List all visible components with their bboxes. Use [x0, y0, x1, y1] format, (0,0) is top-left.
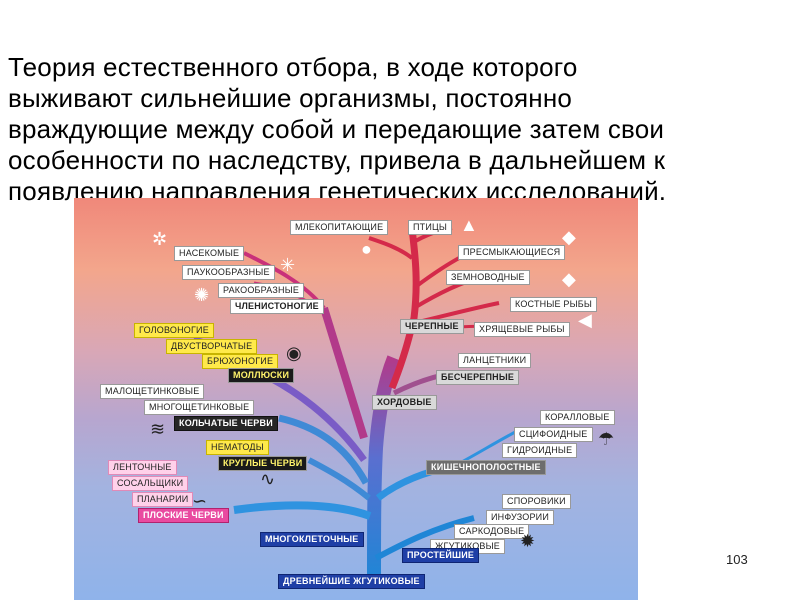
- label-invertebrate-chordates: Бесчерепные: [436, 370, 520, 385]
- label-crustaceans: Ракообразные: [218, 283, 305, 298]
- label-nematodes: Нематоды: [206, 440, 269, 455]
- jellyfish-icon: ☂: [598, 429, 615, 449]
- label-simplest: Простейшие: [402, 548, 480, 563]
- bird-icon: ▲: [460, 215, 478, 235]
- label-insects: Насекомые: [174, 246, 245, 261]
- lizard-icon: ◆: [562, 227, 576, 247]
- rabbit-icon: ●: [361, 239, 372, 259]
- label-hydrozoa: Гидроидные: [502, 443, 578, 458]
- label-infusoria: Инфузории: [486, 510, 555, 525]
- heading-line-1: Теория естественного отбора, в ходе кото…: [8, 52, 578, 82]
- label-annelids: Кольчатые черви: [174, 416, 278, 431]
- label-tapeworms: Ленточные: [108, 460, 177, 475]
- label-multicellular: Многоклеточные: [260, 532, 364, 547]
- label-chordates: Хордовые: [372, 395, 437, 410]
- label-vertebrates: Черепные: [400, 319, 464, 334]
- heading-line-3: враждующие между собой и передающие зате…: [8, 114, 665, 144]
- frog-icon: ◆: [562, 269, 576, 289]
- page-number: 103: [726, 552, 748, 567]
- nematode-icon: ∿: [260, 469, 276, 489]
- label-flukes: Сосальщики: [112, 476, 189, 491]
- label-roundworms: Круглые черви: [218, 456, 308, 471]
- label-arthropods: Членистоногие: [230, 299, 324, 314]
- label-birds: Птицы: [408, 220, 453, 235]
- label-mollusks: Моллюски: [228, 368, 295, 383]
- amoeba-icon: ✹: [520, 531, 536, 551]
- label-sarcodina: Саркодовые: [454, 524, 530, 539]
- label-scyphozoa: Сцифоидные: [514, 427, 593, 442]
- heading-line-4: особенности по наследству, привела в дал…: [8, 145, 666, 175]
- butterfly-icon: ✲: [152, 229, 168, 249]
- label-amphibians: Земноводные: [446, 270, 530, 285]
- evolution-tree-figure: Млекопитающие Птицы Пресмыкающиеся Земно…: [74, 198, 638, 600]
- label-bony-fish: Костные рыбы: [510, 297, 598, 312]
- label-corals: Коралловые: [540, 410, 615, 425]
- label-cephalopods: Головоногие: [134, 323, 214, 338]
- label-planarians: Планарии: [132, 492, 194, 507]
- label-coelenterates: Кишечнополостные: [426, 460, 546, 475]
- label-flatworms: Плоские черви: [138, 508, 229, 523]
- spider-icon: ✳: [280, 255, 296, 275]
- label-mammals: Млекопитающие: [290, 220, 389, 235]
- label-gastropods: Брюхоногие: [202, 354, 279, 369]
- label-bivalves: Двустворчатые: [166, 339, 258, 354]
- planarian-icon: ∽: [192, 491, 208, 511]
- label-root: Древнейшие жгутиковые: [278, 574, 425, 589]
- fish-icon: ◀: [578, 310, 592, 330]
- slide-heading: Теория естественного отбора, в ходе кото…: [8, 52, 798, 207]
- tree-branches: [193, 226, 520, 581]
- label-cartilaginous-fish: Хрящевые рыбы: [474, 322, 570, 337]
- label-sporozoa: Споровики: [502, 494, 571, 509]
- snail-icon: ◉: [286, 343, 302, 363]
- heading-line-2: выживают сильнейшие организмы, постоянно: [8, 83, 573, 113]
- label-oligochaetes: Малощетинковые: [100, 384, 205, 399]
- label-reptiles: Пресмыкающиеся: [458, 245, 566, 260]
- label-lancelets: Ланцетники: [458, 353, 532, 368]
- label-arachnids: Паукообразные: [182, 265, 275, 280]
- worm-icon: ≋: [150, 419, 166, 439]
- label-polychaetes: Многощетинковые: [144, 400, 255, 415]
- crab-icon: ✺: [194, 285, 210, 305]
